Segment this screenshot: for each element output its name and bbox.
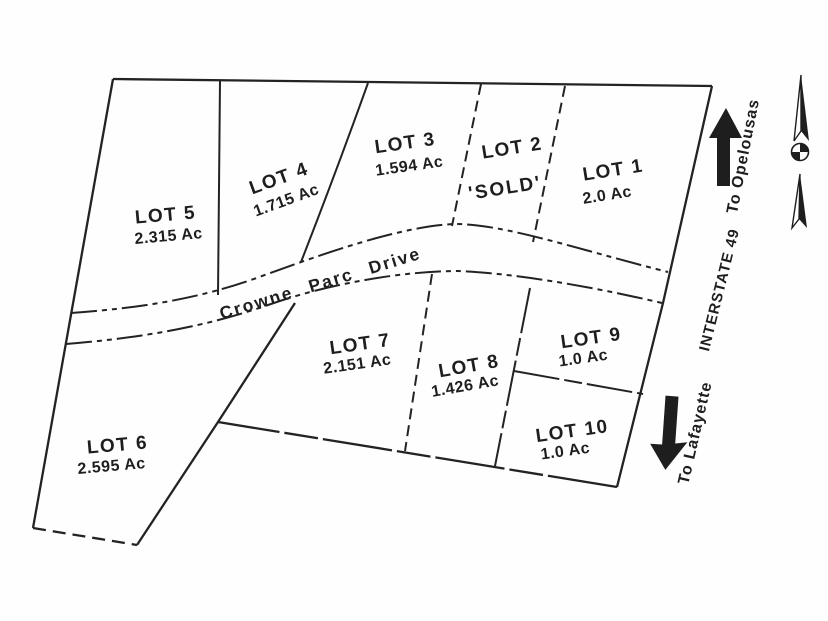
lot-5-label: LOT 5	[134, 202, 197, 228]
boundary-top-edge	[112, 77, 713, 88]
boundary-lot6-bottom-edge	[32, 526, 138, 547]
lot-2-label: LOT 2	[480, 133, 544, 163]
lot-division-lines	[217, 80, 644, 467]
compass-ball-ne-quadrant	[800, 143, 809, 152]
parcel-boundary	[31, 77, 714, 547]
compass-upper-blade-light	[793, 74, 802, 142]
lot-5-acreage: 2.315 Ac	[134, 225, 204, 248]
lot-1-label: LOT 1	[581, 155, 645, 185]
road-crowne-parc-drive	[65, 223, 669, 345]
compass-upper-blade-dark	[801, 75, 809, 141]
lot7-lot8-line	[404, 273, 433, 452]
lot-10-acreage: 1.0 Ac	[540, 440, 591, 464]
compass-ball-sw-quadrant	[791, 152, 800, 161]
lot6-diagonal-edge	[136, 302, 296, 546]
lot3-lot2-line	[451, 83, 482, 227]
boundary-left-edge	[31, 78, 115, 529]
lot9-lot10-line	[513, 370, 644, 395]
lot-2-sold-tag: 'SOLD'	[467, 172, 543, 204]
lot-1-acreage: 2.0 Ac	[581, 183, 633, 208]
compass-lower-blade-dark	[799, 174, 807, 228]
boundary-right-edge	[615, 85, 714, 488]
lot4-lot3-line	[300, 82, 369, 263]
lot-3-acreage: 1.594 Ac	[374, 153, 444, 179]
lot-9-acreage: 1.0 Ac	[558, 347, 609, 371]
lot8-lot9-line	[494, 287, 531, 467]
north-arrow-icon	[790, 74, 810, 231]
to-lafayette-label: To Lafayette	[676, 380, 716, 486]
compass-lower-blade-light	[790, 173, 801, 231]
lot-3-label: LOT 3	[373, 129, 437, 158]
lot5-lot4-line	[217, 80, 221, 296]
interstate-49-label: INTERSTATE 49	[696, 227, 743, 353]
lot-6-acreage: 2.595 Ac	[77, 455, 147, 478]
lot2-lot1-line	[532, 85, 566, 243]
lot-labels: LOT 1 2.0 Ac LOT 2 'SOLD' LOT 3 1.594 Ac…	[77, 129, 645, 478]
road-upper-edge	[70, 223, 669, 314]
down-arrow-icon	[650, 395, 688, 470]
boundary-bottom-edge	[217, 420, 618, 489]
up-arrow-icon	[709, 108, 742, 186]
road-lower-edge	[65, 270, 663, 345]
